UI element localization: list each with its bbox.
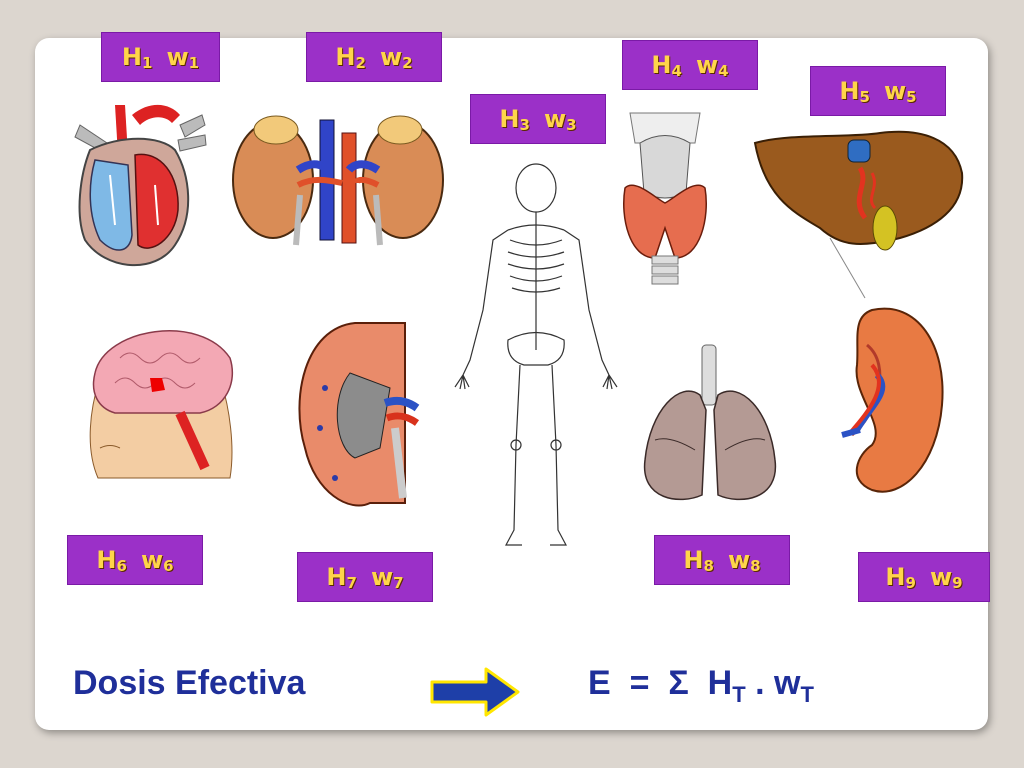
heart-icon [74, 104, 207, 266]
tag-h9-w9: H9 w9 [858, 552, 990, 602]
tag-h6-w6: H6 w6 [67, 535, 203, 585]
kidney-section-icon [298, 322, 420, 507]
effective-dose-title: Dosis Efectiva [73, 664, 306, 702]
tag-h7-w7: H7 w7 [297, 552, 433, 602]
formula-h: H [707, 664, 733, 702]
tag-h3-w3: H3 w3 [470, 94, 606, 144]
formula-dot: . [755, 664, 765, 702]
brain-icon [89, 330, 234, 479]
skeleton-icon [454, 163, 618, 546]
formula-equals: = [629, 664, 650, 702]
formula-w: w [774, 664, 801, 702]
spleen-icon [841, 307, 944, 493]
lungs-icon [643, 344, 777, 501]
tag-h4-w4: H4 w4 [622, 40, 758, 90]
tag-h8-w8: H8 w8 [654, 535, 790, 585]
formula-w-sub: T [800, 682, 814, 707]
right-arrow-icon [430, 667, 520, 717]
kidneys-icon [232, 115, 444, 246]
thyroid-icon [623, 112, 707, 285]
tag-h1-w1: H1 w1 [101, 32, 220, 82]
formula-h-sub: T [732, 682, 746, 707]
formula-e: E [588, 664, 611, 702]
tag-h2-w2: H2 w2 [306, 32, 442, 82]
formula-sigma: Σ [668, 664, 689, 702]
effective-dose-formula: E = Σ HT . wT [588, 664, 814, 708]
liver-icon [753, 130, 964, 299]
tag-h5-w5: H5 w5 [810, 66, 946, 116]
